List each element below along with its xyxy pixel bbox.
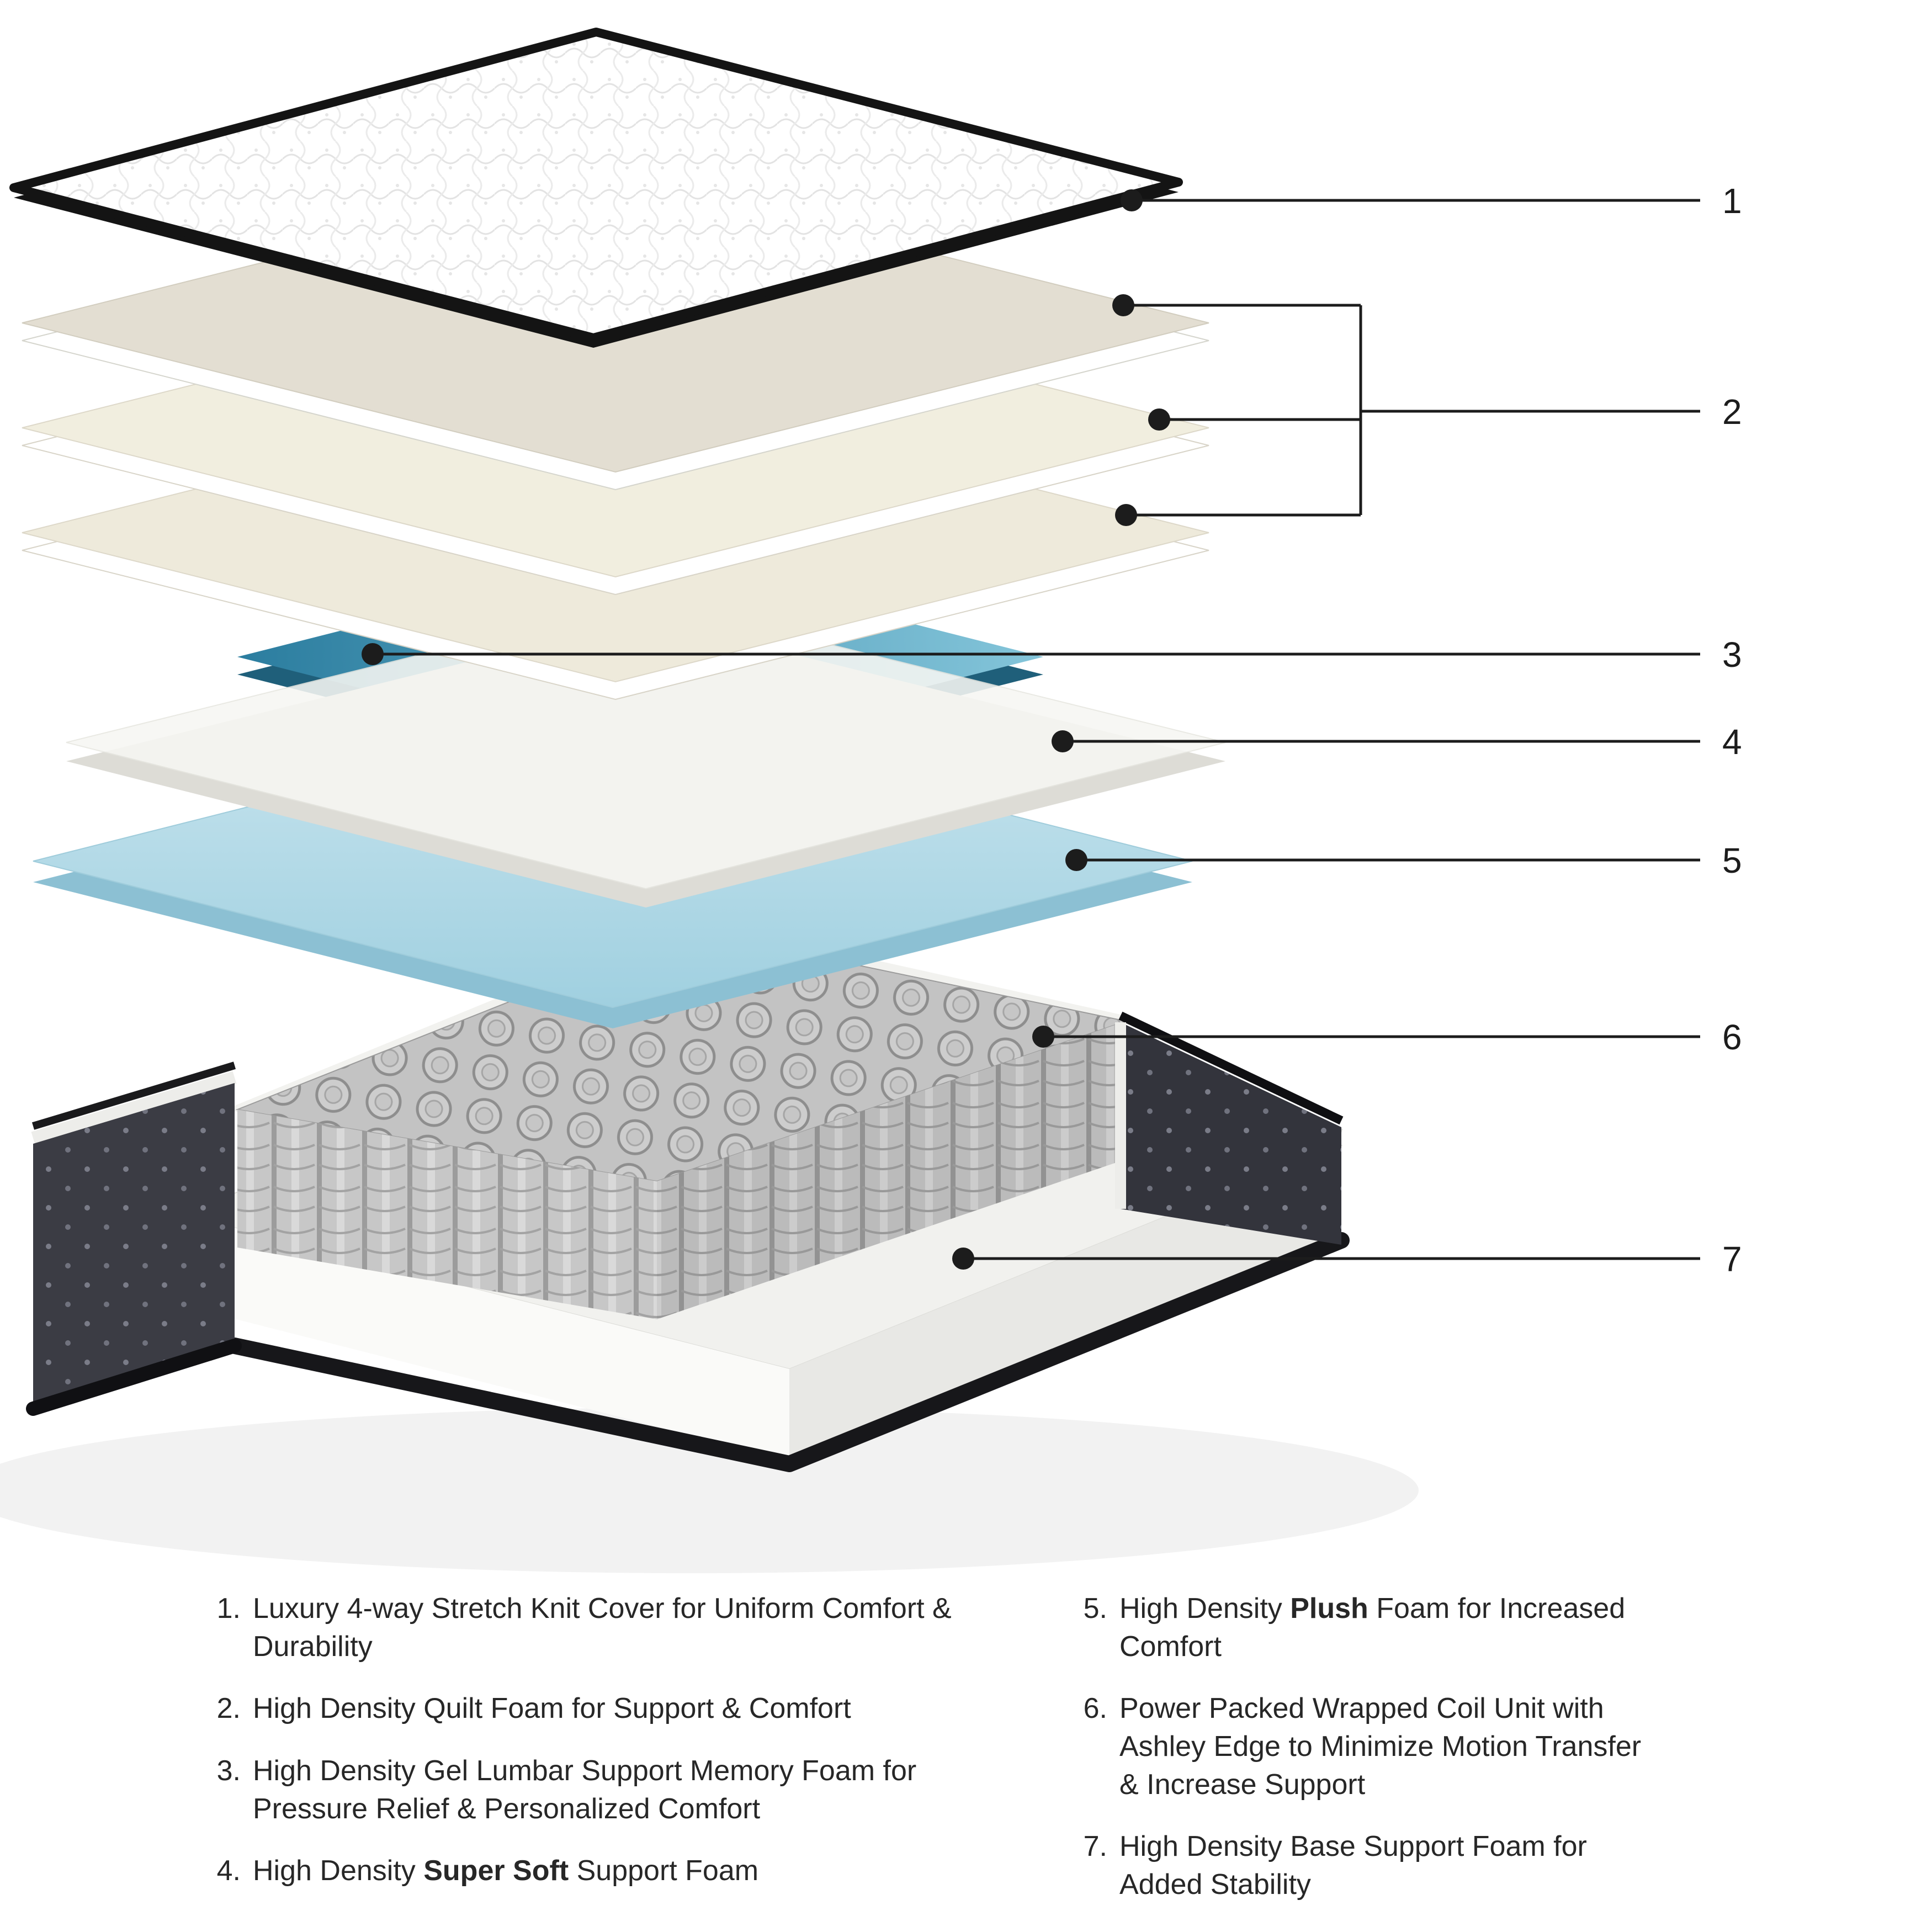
base-bottom-piping: [226, 1232, 1350, 1472]
callout-number-1: 1: [1722, 181, 1742, 221]
legend-item-2-text: High Density Quilt Foam for Support & Co…: [253, 1690, 954, 1728]
legend-text-segment: Support Foam: [569, 1855, 759, 1887]
left-panel-top-trim: [31, 1071, 237, 1145]
legend-item-1: 1. Luxury 4-way Stretch Knit Cover for U…: [199, 1590, 983, 1665]
callout-number-2: 2: [1722, 392, 1742, 432]
legend-text-bold-segment: Plush: [1290, 1593, 1368, 1625]
legend-item-6-number: 6.: [1083, 1692, 1107, 1725]
callout-number-5: 5: [1722, 841, 1742, 880]
right-fabric-panel: [1115, 1011, 1344, 1245]
legend-text-segment: High Density Gel Lumbar Support Memory F…: [253, 1754, 917, 1825]
legend-item-7-text: High Density Base Support Foam for Added…: [1119, 1828, 1644, 1903]
coil-front-right-shade: [657, 1021, 1126, 1319]
coil-unit-layer: [225, 919, 1138, 1319]
legend-text-segment: High Density: [1119, 1593, 1291, 1625]
legend-item-4-text: High Density Super Soft Support Foam: [253, 1852, 954, 1890]
legend-item-4-number: 4.: [216, 1855, 241, 1887]
left-panel-quilting: [33, 1083, 235, 1409]
left-fabric-panel: [26, 1061, 242, 1416]
left-panel-bottom-piping: [26, 1339, 242, 1416]
legend-item-5-number: 5.: [1083, 1593, 1107, 1625]
right-panel-quilting: [1121, 1022, 1341, 1245]
legend-item-6-text: Power Packed Wrapped Coil Unit with Ashl…: [1119, 1690, 1644, 1803]
legend-text-segment: Power Packed Wrapped Coil Unit with Ashl…: [1119, 1692, 1642, 1801]
floor-shadow: [0, 1408, 1419, 1573]
legend-item-2: 2. High Density Quilt Foam for Support &…: [199, 1690, 983, 1728]
base-foam-front-right-face: [789, 1145, 1341, 1460]
legend-left-column: 1. Luxury 4-way Stretch Knit Cover for U…: [199, 1590, 983, 1914]
legend-item-4: 4. High Density Super Soft Support Foam: [199, 1852, 983, 1890]
legend-item-5: 5. High Density Plush Foam for Increased…: [1065, 1590, 1684, 1665]
legend-text-segment: High Density Quilt Foam for Support & Co…: [253, 1692, 851, 1725]
legend-text-segment: High Density Base Support Foam for Added…: [1119, 1830, 1587, 1901]
legend-item-7: 7. High Density Base Support Foam for Ad…: [1065, 1828, 1684, 1903]
callout-number-7: 7: [1722, 1239, 1742, 1279]
callout-number-3: 3: [1722, 635, 1742, 675]
legend-text-segment: Foam for Increased Comfort: [1119, 1593, 1626, 1663]
legend-text-bold-segment: Super Soft: [423, 1855, 569, 1887]
legend-item-5-text: High Density Plush Foam for Increased Co…: [1119, 1590, 1644, 1665]
legend-text-segment: High Density: [253, 1855, 424, 1887]
right-panel-top-piping: [1118, 1011, 1344, 1125]
callout-number-6: 6: [1722, 1017, 1742, 1057]
base-foam-front-left-face: [182, 1214, 789, 1460]
callout-number-4: 4: [1722, 722, 1742, 762]
legend-item-1-text: Luxury 4-way Stretch Knit Cover for Unif…: [253, 1590, 954, 1665]
callouts: [362, 189, 1700, 1270]
fabric-side-panels: [26, 1011, 1344, 1416]
legend-item-2-number: 2.: [216, 1692, 241, 1725]
legend-item-7-number: 7.: [1083, 1830, 1107, 1863]
legend-item-3-text: High Density Gel Lumbar Support Memory F…: [253, 1752, 954, 1828]
legend-item-1-number: 1.: [216, 1593, 241, 1625]
legend-item-6: 6. Power Packed Wrapped Coil Unit with A…: [1065, 1690, 1684, 1803]
legend-text-segment: Luxury 4-way Stretch Knit Cover for Unif…: [253, 1593, 952, 1663]
coil-front-right-face: [657, 1021, 1126, 1319]
legend-item-3: 3. High Density Gel Lumbar Support Memor…: [199, 1752, 983, 1828]
knit-cover-layer: [9, 28, 1183, 348]
callout-numbers: 1 2 3 4 5 6 7: [1722, 181, 1742, 1279]
left-panel-top-piping: [31, 1061, 236, 1130]
coil-front-left-face: [237, 1110, 657, 1319]
cover-top-face: [9, 28, 1183, 342]
legend-right-column: 5. High Density Plush Foam for Increased…: [1065, 1590, 1684, 1928]
legend-item-3-number: 3.: [216, 1754, 241, 1787]
